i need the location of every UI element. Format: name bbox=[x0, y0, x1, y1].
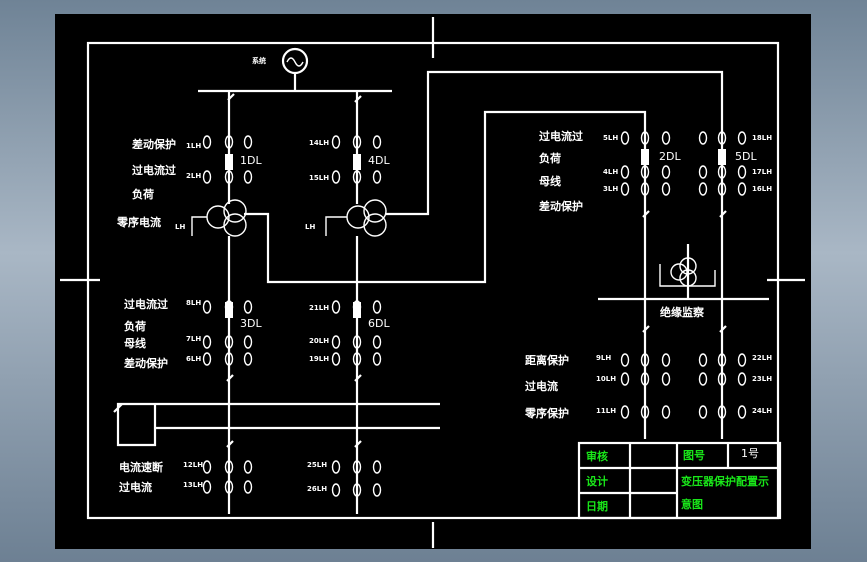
breaker-5dl: 5DL bbox=[735, 150, 757, 163]
ct-4lh: 4LH bbox=[603, 168, 618, 176]
breaker-6dl-icon bbox=[353, 302, 361, 318]
title-block bbox=[577, 441, 782, 520]
disconnector-mark bbox=[226, 440, 234, 448]
disconnector-mark bbox=[354, 95, 362, 103]
ct-5lh: 5LH bbox=[603, 134, 618, 142]
disconnector-mark bbox=[642, 325, 650, 333]
ct-10lh: 10LH bbox=[596, 375, 616, 383]
label-overcurrent-rb: 过电流 bbox=[525, 379, 558, 393]
label-quickbreak: 电流速断 bbox=[119, 460, 163, 474]
ct-17lh: 17LH bbox=[752, 168, 772, 176]
label-overcurrent-m: 过电流过 bbox=[124, 297, 168, 311]
neutral-left bbox=[191, 216, 207, 236]
link-left-to-right bbox=[244, 110, 647, 284]
breaker-2dl: 2DL bbox=[659, 150, 681, 163]
tb-design: 设计 bbox=[586, 474, 608, 488]
disconnector-mark bbox=[227, 93, 235, 101]
sine-wave bbox=[286, 57, 304, 67]
ct-22lh: 22LH bbox=[752, 354, 772, 362]
breaker-4dl: 4DL bbox=[368, 154, 390, 167]
ct-1lh: 1LH bbox=[186, 142, 201, 150]
label-overload-r: 负荷 bbox=[539, 151, 561, 165]
ct-13lh: 13LH bbox=[183, 481, 203, 489]
label-bus-m: 母线 bbox=[124, 336, 146, 350]
ct-symbols-left-top bbox=[202, 135, 253, 184]
ct-2lh: 2LH bbox=[186, 172, 201, 180]
breaker-4dl-icon bbox=[353, 154, 361, 170]
ct-24lh: 24LH bbox=[752, 407, 772, 415]
breaker-1dl: 1DL bbox=[240, 154, 262, 167]
breaker-1dl-icon bbox=[225, 154, 233, 170]
label-insulation: 绝缘监察 bbox=[660, 305, 705, 319]
breaker-2dl-icon bbox=[641, 149, 649, 165]
pt-box bbox=[659, 264, 716, 287]
tb-title-1: 变压器保护配置示 bbox=[681, 474, 769, 488]
pt-insulation-icon bbox=[670, 257, 697, 287]
label-bus-r: 母线 bbox=[539, 174, 561, 188]
ct-lh-left: LH bbox=[175, 223, 185, 231]
ct-25lh: 25LH bbox=[307, 461, 327, 469]
ct-21lh: 21LH bbox=[309, 304, 329, 312]
tb-drawing-no-value: 1号 bbox=[741, 447, 759, 460]
label-diff-m: 差动保护 bbox=[124, 356, 168, 370]
ct-symbols-mid bbox=[202, 300, 382, 366]
disconnector-mark bbox=[354, 374, 362, 382]
tb-drawing-no: 图号 bbox=[683, 449, 705, 462]
drawing-sheet: 系统 1DL 1LH 2LH 差动保护 过电流过 负荷 零序电流 LH 4DL … bbox=[55, 14, 811, 549]
label-overload-1: 负荷 bbox=[132, 187, 154, 201]
transformer-mid-icon bbox=[346, 199, 387, 237]
ct-symbols-right-bot bbox=[620, 353, 747, 419]
bus-coupler bbox=[116, 402, 157, 447]
label-overcurrent-r: 过电流过 bbox=[539, 129, 583, 143]
label-overcurrent-1: 过电流过 bbox=[132, 163, 176, 177]
label-zero-seq-1: 零序电流 bbox=[116, 215, 161, 229]
ct-15lh: 15LH bbox=[309, 174, 329, 182]
ct-12lh: 12LH bbox=[183, 461, 203, 469]
ct-19lh: 19LH bbox=[309, 355, 329, 363]
ct-20lh: 20LH bbox=[309, 337, 329, 345]
inner-border bbox=[86, 41, 780, 520]
ct-16lh: 16LH bbox=[752, 185, 772, 193]
tb-date: 日期 bbox=[586, 499, 608, 513]
ct-3lh: 3LH bbox=[603, 185, 618, 193]
protection-diagram: 系统 1DL 1LH 2LH 差动保护 过电流过 负荷 零序电流 LH 4DL … bbox=[60, 17, 805, 548]
breaker-3dl-icon bbox=[225, 302, 233, 318]
source-label: 系统 bbox=[252, 56, 266, 65]
disconnector-mark bbox=[113, 403, 123, 413]
label-overcurrent-b: 过电流 bbox=[119, 480, 152, 494]
ct-symbols-right-top bbox=[620, 131, 747, 196]
disconnector-mark bbox=[719, 210, 727, 218]
disconnector-mark bbox=[354, 440, 362, 448]
ct-14lh: 14LH bbox=[309, 139, 329, 147]
disconnector-mark bbox=[642, 210, 650, 218]
label-overload-m: 负荷 bbox=[124, 319, 146, 333]
breaker-5dl-icon bbox=[718, 149, 726, 165]
ct-8lh: 8LH bbox=[186, 299, 201, 307]
ct-23lh: 23LH bbox=[752, 375, 772, 383]
tb-title-2: 意图 bbox=[681, 497, 703, 511]
ct-11lh: 11LH bbox=[596, 407, 616, 415]
disconnector-mark bbox=[226, 374, 234, 382]
ct-6lh: 6LH bbox=[186, 355, 201, 363]
label-diff-protect-1: 差动保护 bbox=[132, 137, 176, 151]
disconnector-mark bbox=[719, 325, 727, 333]
link-mid-to-right bbox=[385, 70, 724, 216]
label-diff-r: 差动保护 bbox=[539, 199, 583, 213]
ct-26lh: 26LH bbox=[307, 485, 327, 493]
label-zero-seq-rb: 零序保护 bbox=[524, 406, 569, 420]
breaker-3dl: 3DL bbox=[240, 317, 262, 330]
ct-symbols-mid-top bbox=[331, 135, 382, 184]
breaker-6dl: 6DL bbox=[368, 317, 390, 330]
transformer-left-icon bbox=[206, 199, 247, 237]
ct-symbols-bot bbox=[202, 460, 382, 497]
ct-18lh: 18LH bbox=[752, 134, 772, 142]
ct-lh-mid: LH bbox=[305, 223, 315, 231]
label-distance: 距离保护 bbox=[525, 353, 569, 367]
ct-9lh: 9LH bbox=[596, 354, 611, 362]
tb-review: 审核 bbox=[586, 449, 608, 463]
neutral-mid bbox=[325, 216, 347, 236]
ct-7lh: 7LH bbox=[186, 335, 201, 343]
